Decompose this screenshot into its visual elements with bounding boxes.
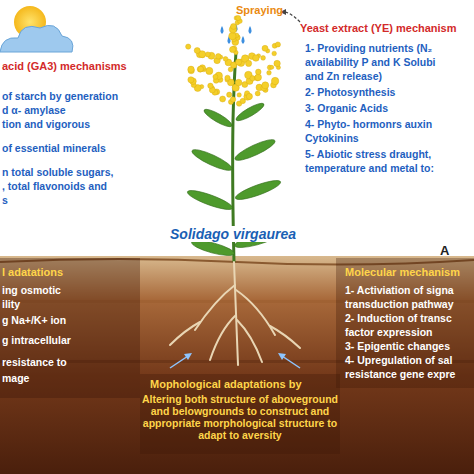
molecular-item: resistance gene expre (345, 368, 455, 380)
mechanism-item: 4- Phyto- hormonrs auxin (305, 118, 432, 130)
floret (223, 57, 228, 62)
mechanism-item: Cytokinins (305, 132, 359, 144)
mechanism-item: d α- amylase (2, 104, 66, 116)
floret (246, 60, 252, 66)
adaptation-item: g Na+/K+ ion (2, 314, 66, 326)
adaptation-item: resistance to (2, 356, 67, 368)
floret (220, 96, 226, 102)
floret (271, 77, 278, 84)
mechanism-heading: acid (GA3) mechanisms (2, 60, 127, 73)
floret (197, 66, 203, 72)
floret (267, 71, 272, 76)
right-panel (336, 258, 474, 388)
floret (255, 91, 260, 96)
mechanism-item: of essential minerals (2, 142, 106, 154)
floret (227, 92, 232, 97)
floret (270, 65, 274, 69)
flower-cluster (186, 15, 281, 106)
floret (194, 48, 200, 54)
adaptation-item: ility (2, 298, 20, 310)
mechanism-item: , total flavonoids and (2, 180, 107, 192)
mechanism-item: of starch by generation (2, 90, 118, 102)
floret (262, 82, 269, 89)
floret (198, 66, 204, 72)
floret (188, 66, 194, 72)
floret (230, 46, 236, 52)
floret (188, 77, 194, 83)
plant-roots (170, 262, 300, 365)
floret (213, 74, 218, 79)
mechanism-item: availability P and K Solubi (305, 56, 436, 68)
floret (237, 93, 241, 97)
adaptation-item: mage (2, 372, 29, 384)
floret (225, 75, 230, 80)
molecular-heading: Molecular mechanism (345, 266, 460, 279)
center-panel (140, 374, 340, 454)
floret (261, 56, 266, 61)
cloud-icon (0, 25, 73, 52)
left-panel (0, 258, 140, 398)
mechanism-item: 1- Providing nutrients (N₂ (305, 42, 432, 54)
molecular-item: 3- Epigentic changes (345, 340, 450, 352)
floret (253, 55, 260, 62)
floret (216, 54, 222, 60)
molecular-item: 1- Activiation of signa (345, 284, 454, 296)
mechanism-item: and Zn release) (305, 70, 382, 82)
floret (208, 83, 213, 88)
adaptation-body: Altering both structure of aboveground a… (140, 393, 340, 441)
mechanism-item: n total soluble sugars, (2, 166, 113, 178)
soil-band (0, 256, 474, 474)
floret (255, 69, 261, 75)
floret (275, 42, 280, 47)
floret (235, 59, 241, 65)
adaptation-item: g intracellular (2, 334, 71, 346)
adaptation-heading: Mophological adaptations by (150, 378, 302, 391)
floret (272, 51, 277, 56)
arrow-head (184, 353, 286, 360)
floret (230, 97, 235, 102)
floret (229, 32, 236, 39)
spray-arrow (284, 12, 300, 22)
mechanism-item: s (2, 194, 8, 206)
floret (186, 44, 191, 49)
floret (262, 45, 268, 51)
spray-label: Spraying (236, 4, 283, 17)
species-name: Solidago virgaurea (168, 226, 298, 242)
uptake-arrows (170, 356, 300, 368)
floret (205, 52, 210, 57)
floret (235, 79, 242, 86)
floret (246, 93, 252, 99)
molecular-item: 4- Upregulation of sal (345, 354, 452, 366)
floret (206, 67, 213, 74)
panel-letter: A (440, 244, 449, 259)
adaptation-heading: l adatations (2, 266, 63, 279)
molecular-item: transduction pathway (345, 298, 454, 310)
mechanism-item: 5- Abiotic stress draught, (305, 148, 431, 160)
mechanism-item: 3- Organic Acids (305, 102, 388, 114)
molecular-item: 2- Induction of transc (345, 312, 452, 324)
molecular-item: factor expression (345, 326, 433, 338)
mechanism-item: temperature and metal to: (305, 162, 434, 174)
mechanism-item: tion and vigorous (2, 118, 90, 130)
adaptation-item: ing osmotic (2, 284, 61, 296)
mechanism-heading: Yeast extract (YE) mechanism (300, 22, 457, 35)
floret (274, 60, 280, 66)
mechanism-item: 2- Photosynthesis (305, 86, 395, 98)
floret (255, 74, 262, 81)
floret (236, 15, 241, 20)
